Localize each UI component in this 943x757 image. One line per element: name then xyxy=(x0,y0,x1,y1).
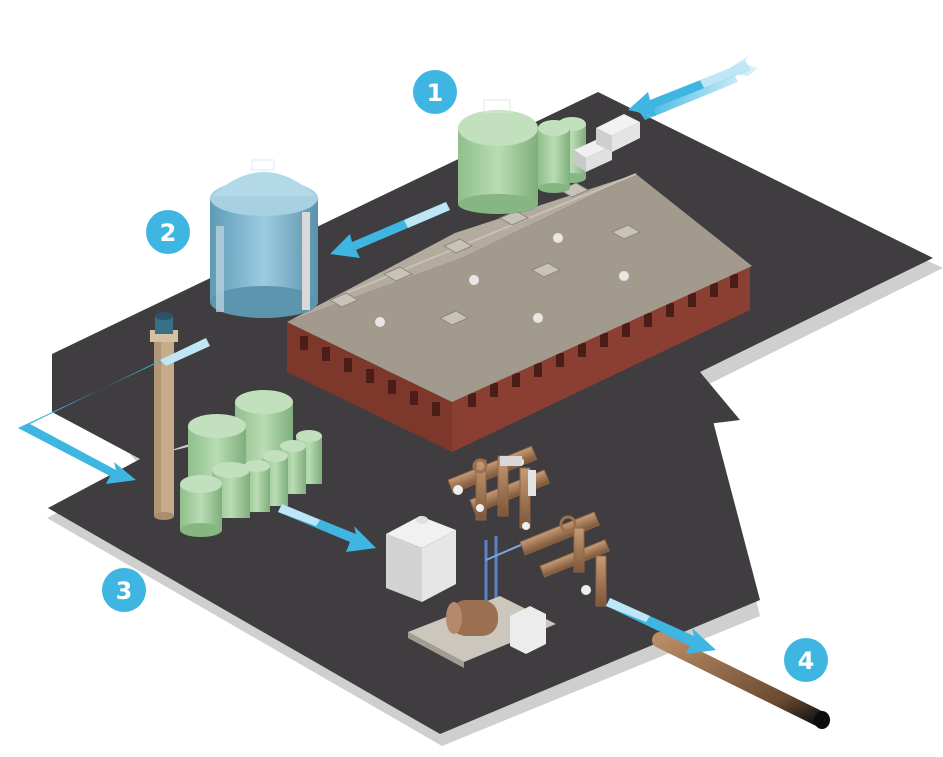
generator-unit xyxy=(408,596,556,668)
intake-equipment-boxes xyxy=(574,114,640,172)
chimney-stack xyxy=(150,312,178,520)
intake-tanks xyxy=(458,99,586,214)
step-badge-3: 3 xyxy=(102,568,146,612)
flow-arrow-icon xyxy=(330,202,450,258)
circle-badge-icon xyxy=(102,568,146,612)
step-badge-2: 2 xyxy=(146,210,190,254)
flow-arrow-icon xyxy=(18,338,210,484)
warehouse-building xyxy=(287,173,752,452)
flow-arrow-icon xyxy=(606,598,716,654)
flow-arrow-icon xyxy=(628,62,750,116)
flow-arrows xyxy=(18,56,758,654)
storage-silo xyxy=(210,159,318,318)
processing-tank-farm xyxy=(180,390,322,537)
circle-badge-icon xyxy=(784,638,828,682)
step-badge-1: 1 xyxy=(413,70,457,114)
circle-badge-icon xyxy=(146,210,190,254)
treatment-cabinet xyxy=(386,516,456,602)
step-badge-4: 4 xyxy=(784,638,828,682)
pump-pipework xyxy=(447,445,611,620)
flow-arrow-icon xyxy=(278,504,376,552)
step-number: 2 xyxy=(160,219,177,247)
step-number: 3 xyxy=(116,577,133,605)
circle-badge-icon xyxy=(413,70,457,114)
step-number: 1 xyxy=(427,79,444,107)
step-number: 4 xyxy=(798,647,815,675)
